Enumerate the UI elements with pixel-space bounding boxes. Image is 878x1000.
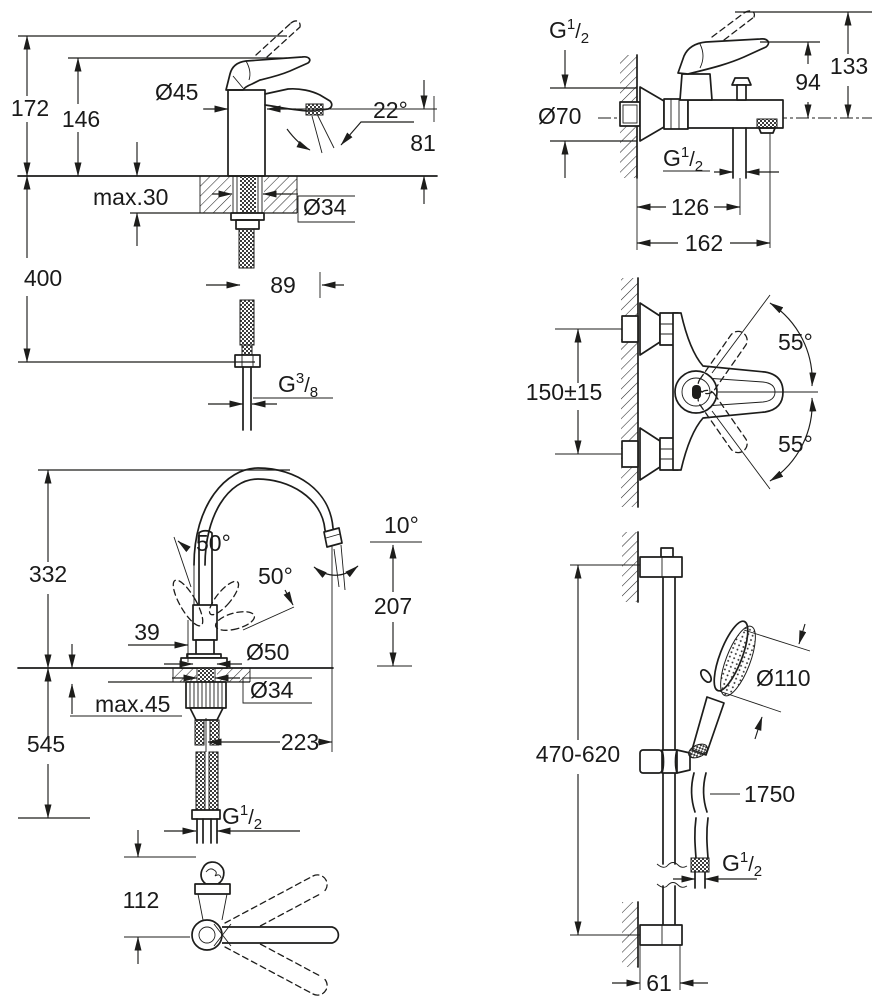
dim-label-swivel-lower: 55° <box>778 431 813 457</box>
dim-label-lever-offset: 39 <box>134 619 160 645</box>
kitchen-mixer-view: 332 50° 50° 10° 207 39 Ø50 Ø34 <box>17 467 422 996</box>
hand-shower <box>639 620 756 774</box>
lever-mid-dashed <box>208 580 240 616</box>
rail-bracket-bottom <box>639 924 683 946</box>
mode-button <box>699 668 713 684</box>
basin-mixer-shank <box>230 176 265 431</box>
thread-label-shower: G1/2 <box>722 849 762 880</box>
lever-raised-dashed <box>711 10 756 41</box>
diverter-knob <box>731 77 752 86</box>
dim-label-connection-distance: 150±15 <box>526 379 603 405</box>
bath-mixer-front-view: G1/2 Ø70 94 133 G1/2 126 162 <box>538 10 872 256</box>
lever-stick <box>198 529 213 606</box>
dim-label-lever-swivel-right: 50° <box>258 563 293 589</box>
dim-label-depth-to-outlet: 126 <box>671 194 709 220</box>
hose-nut <box>690 857 710 873</box>
slider-holder <box>639 749 663 774</box>
dim-label-swivel-upper: 55° <box>778 329 813 355</box>
kitchen-dimensions: 332 50° 50° 10° 207 39 Ø50 Ø34 <box>18 469 422 964</box>
dim-label-kitchen-install-depth: 545 <box>27 731 65 757</box>
dim-label-max-deck: max.30 <box>93 184 168 210</box>
lever-grip-mark <box>692 385 701 399</box>
dim-label-kitchen-hole-diameter: Ø34 <box>250 677 294 703</box>
kitchen-undercounter <box>185 668 227 844</box>
spout-nozzle <box>323 527 343 548</box>
lever-tilt-right-dashed <box>214 611 256 631</box>
thread-label-bath-top: G1/2 <box>549 16 589 47</box>
shower-dimensions: Ø110 470-620 1750 G1/2 61 <box>536 564 811 996</box>
aerator <box>305 103 324 116</box>
aerator <box>756 118 778 129</box>
dim-label-outlet-height: 207 <box>374 593 412 619</box>
dim-label-overall-height: 172 <box>11 95 49 121</box>
kitchen-body <box>172 467 343 669</box>
dim-label-install-depth: 400 <box>24 265 62 291</box>
kitchen-top-view <box>124 856 340 996</box>
dim-label-max-deck-kitchen: max.45 <box>95 691 170 717</box>
dim-label-lever-height: 94 <box>795 69 821 95</box>
basin-mixer-dimensions: 172 146 Ø45 22° 81 max.30 Ø34 400 <box>11 35 437 408</box>
lever-top-view <box>200 861 225 885</box>
dim-label-spout-depth: 112 <box>123 887 160 913</box>
dim-label-kitchen-height: 332 <box>29 561 67 587</box>
dim-label-outlet-angle: 10° <box>384 512 419 538</box>
dim-label-spout-reach: 223 <box>281 729 319 755</box>
shower-head-face <box>720 625 756 697</box>
spout-arc-inner <box>204 478 328 566</box>
dim-label-spout-angle: 22° <box>373 97 408 123</box>
dim-label-head-diameter: Ø110 <box>756 665 811 691</box>
dim-label-outlet-height: 81 <box>410 130 436 156</box>
dim-label-hose-length: 1750 <box>744 781 795 807</box>
top-view-body <box>621 302 784 481</box>
dim-label-escutcheon-diameter: Ø70 <box>538 103 581 129</box>
dim-label-body-diameter: Ø45 <box>155 79 198 105</box>
bath-mixer-top-view: 150±15 55° 55° <box>526 277 818 508</box>
thread-label-basin: G3/8 <box>278 370 318 401</box>
spout-top-view <box>222 926 340 944</box>
thread-label-bath-bottom: G1/2 <box>663 144 703 175</box>
top-view-dimensions: 150±15 55° 55° <box>526 294 818 490</box>
water-stream-lines <box>311 113 335 154</box>
dim-label-total-depth: 162 <box>685 230 723 256</box>
rail-top-cap <box>660 547 674 558</box>
dim-label-rail-adjust: 470-620 <box>536 741 620 767</box>
lever-raised-dashed <box>255 20 301 58</box>
shower-walls <box>622 531 639 968</box>
dim-label-base-diameter: Ø50 <box>246 639 289 665</box>
shower-rail <box>639 547 688 946</box>
lever-tilt-left-dashed <box>172 579 204 627</box>
basin-mixer-view: 172 146 Ø45 22° 81 max.30 Ø34 400 <box>11 20 438 431</box>
dim-label-spout-height: 146 <box>62 106 100 132</box>
dim-label-max-height: 133 <box>830 53 868 79</box>
rail-bracket-top <box>639 556 683 578</box>
thread-label-kitchen: G1/2 <box>222 802 262 833</box>
bath-mixer-dimensions: G1/2 Ø70 94 133 G1/2 126 162 <box>538 11 872 256</box>
rail-break-mark <box>656 862 688 888</box>
dim-label-wall-offset: 61 <box>646 970 672 996</box>
dim-label-hole-diameter: Ø34 <box>303 194 347 220</box>
lever-swivel-down-dashed <box>697 389 748 454</box>
basin-mixer-body <box>225 20 335 177</box>
handle-nozzle <box>688 743 708 759</box>
shower-outlet-pipe <box>732 127 747 179</box>
spout-arc-outer <box>193 467 337 566</box>
top-view-wall <box>621 277 639 508</box>
shower-hose <box>690 772 710 889</box>
dim-label-lever-swivel-left: 50° <box>196 530 231 556</box>
bath-mixer-wall <box>620 54 638 250</box>
dim-label-hose-spread: 89 <box>270 272 296 298</box>
shower-set-view: Ø110 470-620 1750 G1/2 61 <box>536 531 811 996</box>
